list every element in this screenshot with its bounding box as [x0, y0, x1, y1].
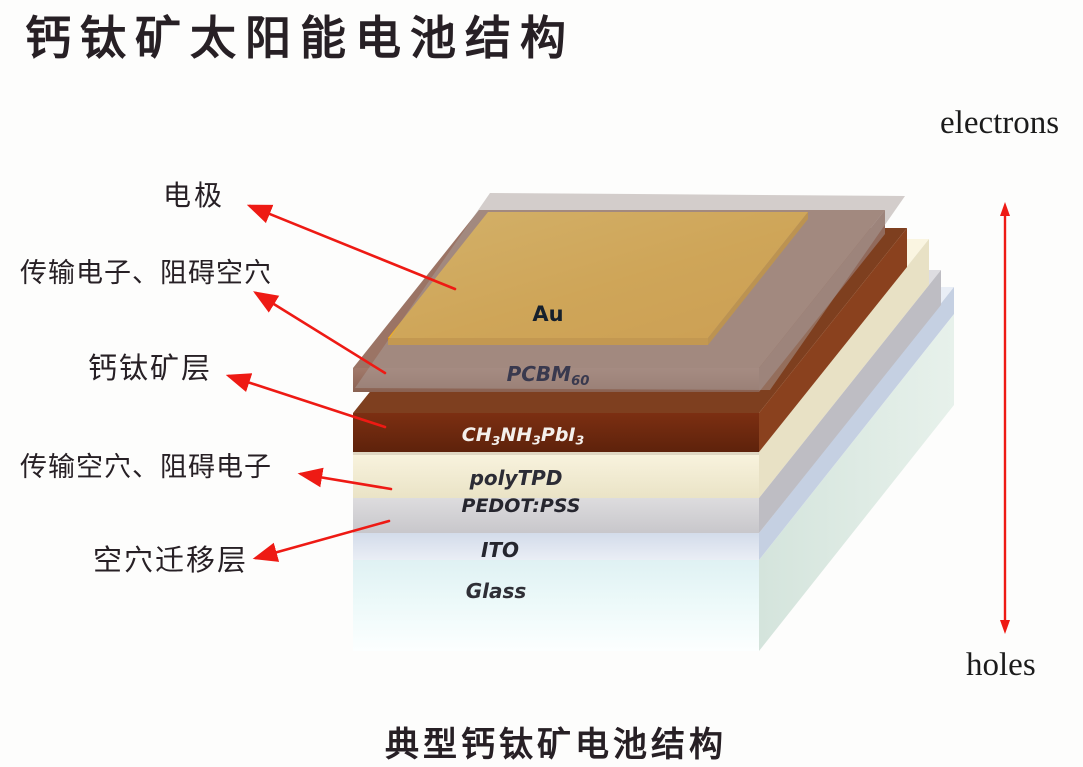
perovskite-front-face [353, 413, 759, 452]
arrow-perovskite-layer [225, 373, 387, 429]
ito-right-face [759, 287, 954, 560]
label-polytpd: polyTPD [469, 466, 563, 490]
flow-arrowhead-down [1000, 620, 1010, 634]
label-ito: ITO [481, 538, 519, 562]
label-perovskite: CH3NH3PbI3 [462, 424, 584, 448]
layer-glass [353, 314, 954, 651]
label-pcbm: PCBM60 [507, 362, 590, 389]
label-pedot: PEDOT:PSS [462, 495, 581, 517]
callout-labels: 电极 传输电子、阻碍空穴 钙钛矿层 传输空穴、阻碍电子 空穴迁移层 [20, 180, 272, 577]
flow-arrowhead-up [1000, 202, 1010, 216]
callout-label-perovskite-layer: 钙钛矿层 [88, 352, 212, 385]
electrons-label: electrons [940, 105, 1059, 141]
callout-label-hole-migration: 空穴迁移层 [93, 544, 248, 577]
callout-label-electrode: 电极 [163, 180, 225, 212]
ito-front-face [353, 533, 759, 560]
arrow-electron-transport [253, 291, 387, 375]
arrow-electrode [246, 204, 457, 291]
perovskite-right-face [759, 228, 907, 452]
label-au: Au [532, 302, 563, 326]
glass-front-face [353, 560, 759, 651]
page-title: 钙钛矿太阳能电池结构 [25, 13, 575, 64]
layer-stack: Au PCBM60 CH3NH3PbI3 polyTPD PEDOT:PSS I… [353, 193, 954, 651]
arrow-hole-transport [297, 467, 393, 491]
callout-label-hole-transport: 传输空穴、阻碍电子 [20, 452, 272, 482]
translucent-cover-sheet [355, 193, 905, 390]
polytpd-shadow-line [353, 452, 759, 455]
label-glass: Glass [466, 579, 527, 603]
callout-label-electron-transport: 传输电子、阻碍空穴 [20, 258, 272, 288]
pedot-front-face [353, 498, 759, 533]
charge-flow-indicator: electrons holes [940, 105, 1059, 683]
caption: 典型钙钛矿电池结构 [385, 726, 727, 764]
glass-right-face [759, 314, 954, 651]
callout-arrows [225, 204, 457, 562]
polytpd-right-face [759, 239, 929, 498]
pedot-right-face [759, 270, 941, 533]
polytpd-front-face [353, 452, 759, 498]
arrow-hole-migration-layer [252, 519, 391, 562]
holes-label: holes [966, 647, 1036, 683]
